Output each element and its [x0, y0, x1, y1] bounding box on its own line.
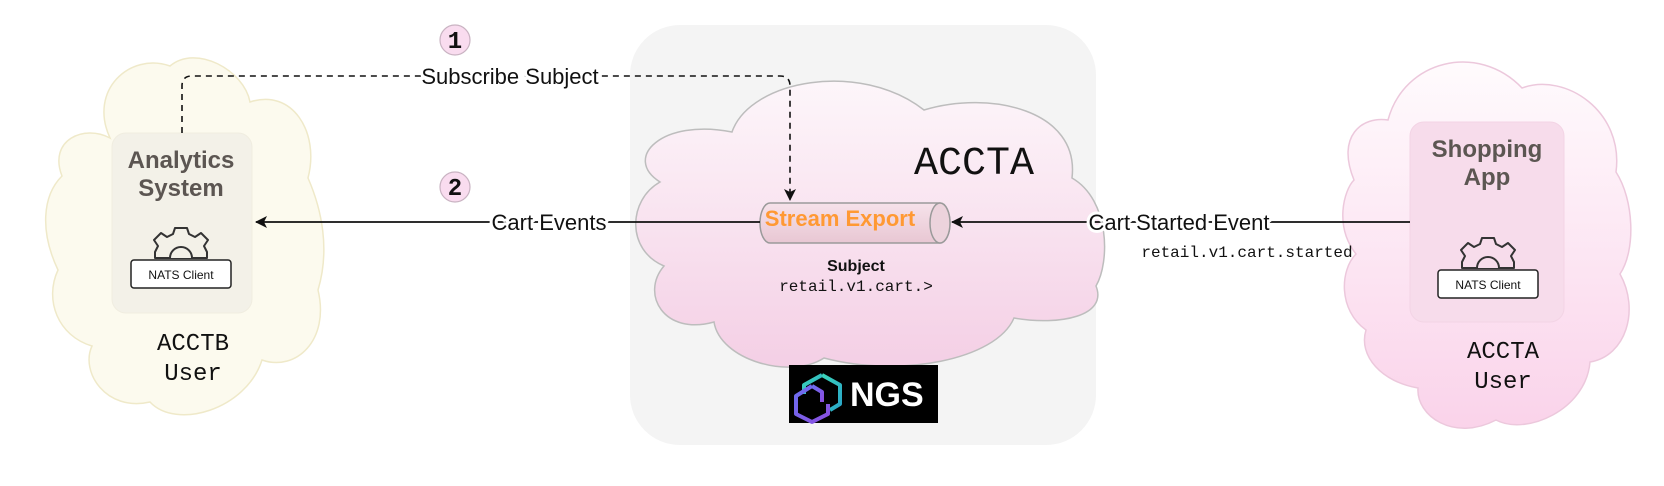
step-badge-2: 2 [439, 171, 471, 203]
shopping-title-line2: App [1464, 164, 1511, 191]
step-number-1: 1 [448, 29, 462, 56]
ngs-logo: NGS [789, 365, 938, 424]
stream-export-cylinder [759, 202, 951, 244]
subscribe-subject-label: Subscribe Subject [421, 64, 598, 89]
accta-account-title: ACCTA [914, 142, 1034, 187]
cart-events-label: Cart Events [492, 210, 607, 235]
gear-icon [153, 227, 209, 259]
ngs-logo-text: NGS [850, 376, 924, 414]
gear-icon [1460, 237, 1516, 269]
acctb-user-label: User [164, 361, 222, 388]
nats-client-button [130, 259, 232, 289]
nats-client-label: NATS Client [148, 268, 214, 282]
analytics-title-line1: Analytics [128, 147, 235, 174]
step-badge-1: 1 [439, 24, 471, 56]
subject-heading: Subject [827, 258, 885, 275]
shopping-title-line1: Shopping [1432, 136, 1543, 163]
accta-account-label: ACCTA [1467, 339, 1540, 366]
step-number-2: 2 [448, 176, 462, 203]
acctb-account-label: ACCTB [157, 331, 229, 358]
analytics-title-line2: System [138, 175, 223, 202]
subject-value: retail.v1.cart.> [779, 278, 933, 296]
subscribe-subject-connector [181, 75, 796, 201]
ngs-hexagon-icon [794, 373, 842, 424]
nats-client-button [1437, 269, 1539, 299]
stream-export-label: Stream Export [765, 206, 916, 231]
nats-client-label: NATS Client [1455, 278, 1521, 292]
accta-user-label: User [1474, 369, 1532, 396]
cart-started-subject: retail.v1.cart.started [1141, 244, 1352, 262]
cart-started-label: Cart Started Event [1089, 210, 1270, 235]
